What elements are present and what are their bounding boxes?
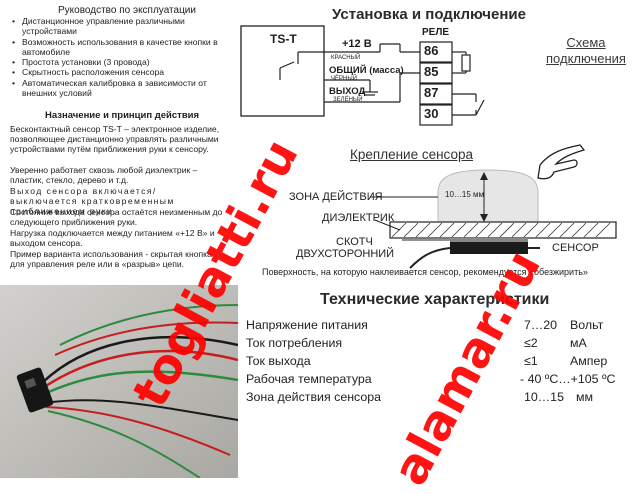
relay-pin-30: 30 bbox=[424, 106, 439, 121]
spec-unit: Вольт bbox=[570, 318, 604, 332]
plus12-label: +12 В bbox=[342, 38, 372, 50]
relay-pin-85: 85 bbox=[424, 64, 439, 79]
schema-line1: Схема bbox=[566, 35, 606, 50]
sensor-label: СЕНСОР bbox=[552, 242, 599, 254]
paragraph-load: Нагрузка подключается между питанием «+1… bbox=[10, 228, 215, 249]
range-arrow-head bbox=[480, 214, 488, 222]
relay-pin-86: 86 bbox=[424, 43, 439, 58]
paragraph-state: Состояние выхода сенсора остаётся неизме… bbox=[10, 207, 223, 228]
tape-label-1: СКОТЧ bbox=[336, 236, 373, 248]
paragraph-output: Выход сенсора включается/выключается кра… bbox=[10, 186, 175, 217]
wire-red-label: КРАСНЫЙ bbox=[331, 55, 361, 61]
output-label: ВЫХОД bbox=[329, 86, 366, 97]
relay-label: РЕЛЕ bbox=[422, 27, 450, 38]
device-label: TS-T bbox=[270, 32, 297, 46]
mounting-diagram bbox=[370, 144, 617, 269]
dielectric-label: ДИЭЛЕКТРИК bbox=[322, 212, 395, 224]
sensor-photo bbox=[0, 285, 238, 478]
relay-coil bbox=[461, 54, 471, 72]
manual-title: Руководство по эксплуатации bbox=[58, 5, 196, 16]
sensor-body bbox=[450, 242, 528, 254]
feature-item: Скрытность расположения сенсора bbox=[12, 67, 227, 78]
feature-list: Дистанционное управление различными устр… bbox=[12, 16, 227, 98]
tape-label-2: ДВУХСТОРОННИЙ bbox=[296, 248, 395, 260]
sensor-cable bbox=[409, 247, 451, 269]
spec-value: 7…20 bbox=[524, 318, 558, 332]
spec-unit: мм bbox=[576, 390, 594, 404]
leader-line bbox=[374, 219, 401, 231]
dielectric-layer bbox=[389, 221, 617, 239]
paragraph-example: Пример варианта использования - скрытая … bbox=[10, 249, 212, 270]
spec-value: - 40 ºС…+105 ºС bbox=[520, 372, 616, 386]
spec-value: ≤2 bbox=[524, 336, 538, 350]
mount-title: Крепление сенсора bbox=[350, 147, 473, 162]
device-box bbox=[240, 25, 325, 117]
spec-name: Ток выхода bbox=[246, 354, 311, 368]
hand-icon bbox=[537, 144, 586, 180]
feature-item: Простота установки (3 провода) bbox=[12, 57, 227, 68]
spec-name: Зона действия сенсора bbox=[246, 390, 382, 404]
paragraph-description: Бесконтактный сенсор TS-T – электронное … bbox=[10, 124, 220, 155]
range-label: 10…15 мм bbox=[445, 190, 485, 199]
spec-name: Ток потребления bbox=[246, 336, 343, 350]
paragraph-dielectric: Уверенно работает сквозь любой диэлектри… bbox=[10, 165, 198, 186]
spec-name: Рабочая температура bbox=[246, 372, 372, 386]
spec-unit: Ампер bbox=[570, 354, 608, 368]
principle-title: Назначение и принцип действия bbox=[45, 110, 200, 121]
feature-item: Возможность использования в качестве кно… bbox=[12, 37, 227, 58]
install-title: Установка и подключение bbox=[332, 6, 526, 23]
wire-green-label: ЗЕЛЁНЫЙ bbox=[333, 97, 363, 103]
spec-unit: мА bbox=[570, 336, 587, 350]
zone-label: ЗОНА ДЕЙСТВИЯ bbox=[289, 191, 383, 203]
feature-item: Дистанционное управление различными устр… bbox=[12, 16, 227, 37]
tape-layer bbox=[450, 238, 528, 242]
zone-dome bbox=[437, 169, 539, 223]
tech-title: Технические характеристики bbox=[320, 291, 550, 308]
common-label: ОБЩИЙ (масса) bbox=[329, 65, 404, 76]
spec-name: Напряжение питания bbox=[246, 318, 368, 332]
spec-value: ≤1 bbox=[524, 354, 538, 368]
switch-blade bbox=[279, 61, 295, 69]
wiring-diagram bbox=[240, 25, 485, 126]
schema-line2: подключения bbox=[546, 51, 626, 66]
relay-contact bbox=[475, 99, 485, 116]
relay-pin-87: 87 bbox=[424, 85, 439, 100]
schema-label: Схема подключения bbox=[546, 35, 626, 67]
wire-black-label: ЧЁРНЫЙ bbox=[331, 76, 357, 82]
spec-value: 10…15 bbox=[524, 390, 564, 404]
feature-item: Автоматическая калибровка в зависимости … bbox=[12, 78, 227, 99]
mount-note: Поверхность, на которую наклеивается сен… bbox=[262, 267, 588, 277]
range-arrow-head bbox=[480, 172, 488, 180]
